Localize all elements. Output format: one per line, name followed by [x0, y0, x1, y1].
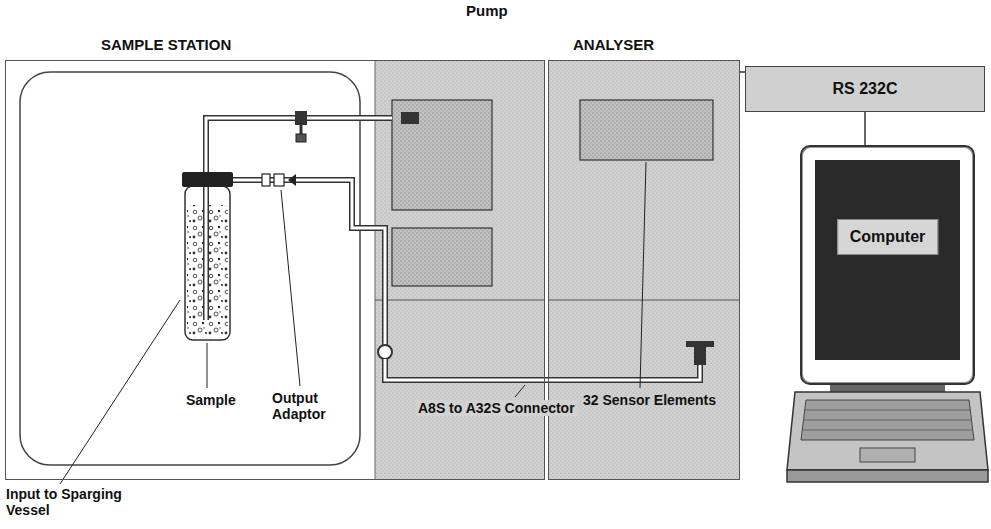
- part-label: Pump: [466, 3, 508, 19]
- tube-coil: [378, 345, 392, 359]
- adaptor-part: [262, 174, 270, 186]
- valve-body: [295, 111, 307, 125]
- key-row: [802, 430, 973, 431]
- valve-knob: [296, 134, 306, 142]
- station-divider: [375, 60, 376, 480]
- screen-label: Computer: [837, 219, 939, 255]
- leader-line: [515, 385, 525, 397]
- laptop-hinge: [830, 385, 945, 392]
- part-label: Input to Sparging Vessel: [6, 486, 156, 518]
- pump-inlet: [401, 112, 419, 124]
- adaptor-arrow: [288, 174, 296, 186]
- laptop-keyboard-deck: [787, 392, 988, 470]
- station-shaded-area: [375, 60, 545, 480]
- laptop-base: [787, 470, 988, 482]
- leader-line: [281, 190, 300, 386]
- panel-heading: SAMPLE STATION: [101, 36, 231, 53]
- adaptor-part: [274, 174, 284, 186]
- leader-line: [640, 162, 646, 388]
- station-ground: [5, 60, 545, 480]
- station-enclosure: [20, 72, 360, 465]
- part-label: Sample: [186, 392, 236, 408]
- keyboard: [801, 400, 974, 440]
- analyser-ground: [548, 60, 740, 480]
- monitor-screen: [815, 160, 960, 360]
- key-row: [804, 410, 971, 411]
- part-label: 32 Sensor Elements: [583, 392, 716, 408]
- computer-monitor: Computer: [800, 145, 975, 385]
- cable-line: [864, 112, 866, 145]
- output-tube-bore: [228, 180, 385, 345]
- analyser-fitting: [694, 347, 706, 365]
- part-label: Output Adaptor: [272, 390, 344, 422]
- shelf-line: [548, 300, 740, 301]
- panel-heading: ANALYSER: [573, 36, 654, 53]
- shelf-line: [375, 300, 545, 301]
- interface-label: RS 232C: [833, 80, 898, 98]
- key-row: [803, 420, 972, 421]
- vessel-cap: [182, 172, 233, 187]
- monitor-bezel: [802, 147, 973, 383]
- sensor-array-box: [580, 100, 713, 160]
- analyser-panel: ANALYSER: [548, 60, 740, 480]
- touchpad: [860, 448, 915, 462]
- connector-tube: [385, 359, 700, 380]
- leader-line: [207, 343, 208, 388]
- input-tube-bore: [206, 118, 392, 320]
- leader-line: [60, 300, 180, 484]
- pump-box: [392, 100, 492, 210]
- interface-box: RS 232C: [745, 66, 985, 112]
- control-box: [392, 228, 492, 286]
- part-label: A8S to A32S Connector: [416, 400, 577, 416]
- analyser-fitting: [686, 341, 714, 347]
- output-tube: [228, 180, 385, 345]
- connector-tube-bore: [385, 359, 700, 380]
- input-tube: [206, 118, 392, 320]
